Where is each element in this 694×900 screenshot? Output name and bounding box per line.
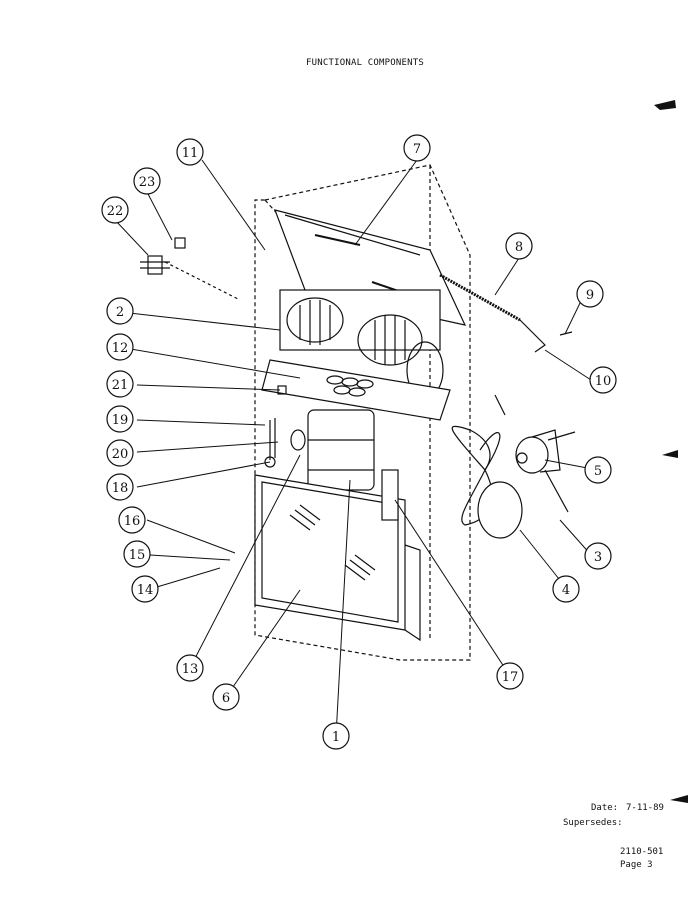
- callout-23-label: 23: [139, 175, 156, 190]
- callout-15: 15: [123, 540, 151, 568]
- callout-12-label: 12: [112, 341, 129, 356]
- callout-6: 6: [212, 683, 240, 711]
- callout-11-label: 11: [182, 146, 199, 161]
- callout-19-label: 19: [112, 413, 129, 428]
- drawing-title: FUNCTIONAL COMPONENTS: [306, 58, 424, 68]
- callout-1: 1: [322, 722, 350, 750]
- callout-6-label: 6: [222, 691, 230, 706]
- callout-1-label: 1: [332, 730, 340, 745]
- callout-21: 21: [106, 370, 134, 398]
- condenser-coil: [254, 474, 421, 642]
- footer-supersedes-label: Supersedes:: [563, 818, 623, 828]
- callout-23: 23: [133, 167, 161, 195]
- callout-4: 4: [552, 575, 580, 603]
- callout-3: 3: [584, 542, 612, 570]
- callout-8: 8: [505, 232, 533, 260]
- callout-17: 17: [496, 662, 524, 690]
- callout-5-label: 5: [594, 464, 602, 479]
- thermostat-parts: [140, 237, 241, 301]
- callout-18: 18: [106, 473, 134, 501]
- divider-plate: [261, 359, 451, 421]
- fan-blade: [451, 425, 523, 539]
- callout-12: 12: [106, 333, 134, 361]
- callout-15-label: 15: [129, 548, 146, 563]
- callout-22: 22: [101, 196, 129, 224]
- callout-8-label: 8: [515, 240, 523, 255]
- callout-16-label: 16: [124, 514, 141, 529]
- callout-10: 10: [589, 366, 617, 394]
- footer-document-number: 2110-501: [620, 847, 664, 857]
- callout-7: 7: [403, 134, 431, 162]
- callout-10-label: 10: [595, 374, 612, 389]
- callout-13-label: 13: [182, 662, 199, 677]
- callout-9: 9: [576, 280, 604, 308]
- callout-16: 16: [118, 506, 146, 534]
- footer-date-label: Date:: [591, 803, 619, 813]
- footer-page-number: Page 3: [620, 860, 653, 870]
- callout-11: 11: [176, 138, 204, 166]
- small-parts-left: [264, 385, 306, 468]
- callout-22-label: 22: [107, 204, 124, 219]
- callout-17-label: 17: [502, 670, 519, 685]
- footer-date-value: 7-11-89: [626, 803, 664, 813]
- callout-13: 13: [176, 654, 204, 682]
- wire-harness: [439, 273, 573, 353]
- callout-14-label: 14: [137, 583, 154, 598]
- leader-lines: [114, 159, 599, 737]
- callout-5: 5: [584, 456, 612, 484]
- callout-3-label: 3: [594, 550, 602, 565]
- callout-7-label: 7: [413, 142, 421, 157]
- callouts: 11 7 23 22 8 9 2 12 10 21 19 20 5 18 16 …: [101, 134, 617, 750]
- fan-motor: [494, 394, 576, 513]
- callout-18-label: 18: [112, 481, 129, 496]
- callout-9-label: 9: [586, 288, 594, 303]
- callout-20: 20: [106, 439, 134, 467]
- compressor: [307, 409, 375, 491]
- callout-19: 19: [106, 405, 134, 433]
- callout-2: 2: [106, 297, 134, 325]
- scan-marks: [654, 100, 688, 803]
- callout-4-label: 4: [562, 583, 570, 598]
- callout-2-label: 2: [116, 305, 124, 320]
- capacitor: [381, 469, 399, 521]
- callout-21-label: 21: [112, 378, 129, 393]
- callout-20-label: 20: [112, 447, 129, 462]
- callout-14: 14: [131, 575, 159, 603]
- blower-assembly: [279, 289, 444, 399]
